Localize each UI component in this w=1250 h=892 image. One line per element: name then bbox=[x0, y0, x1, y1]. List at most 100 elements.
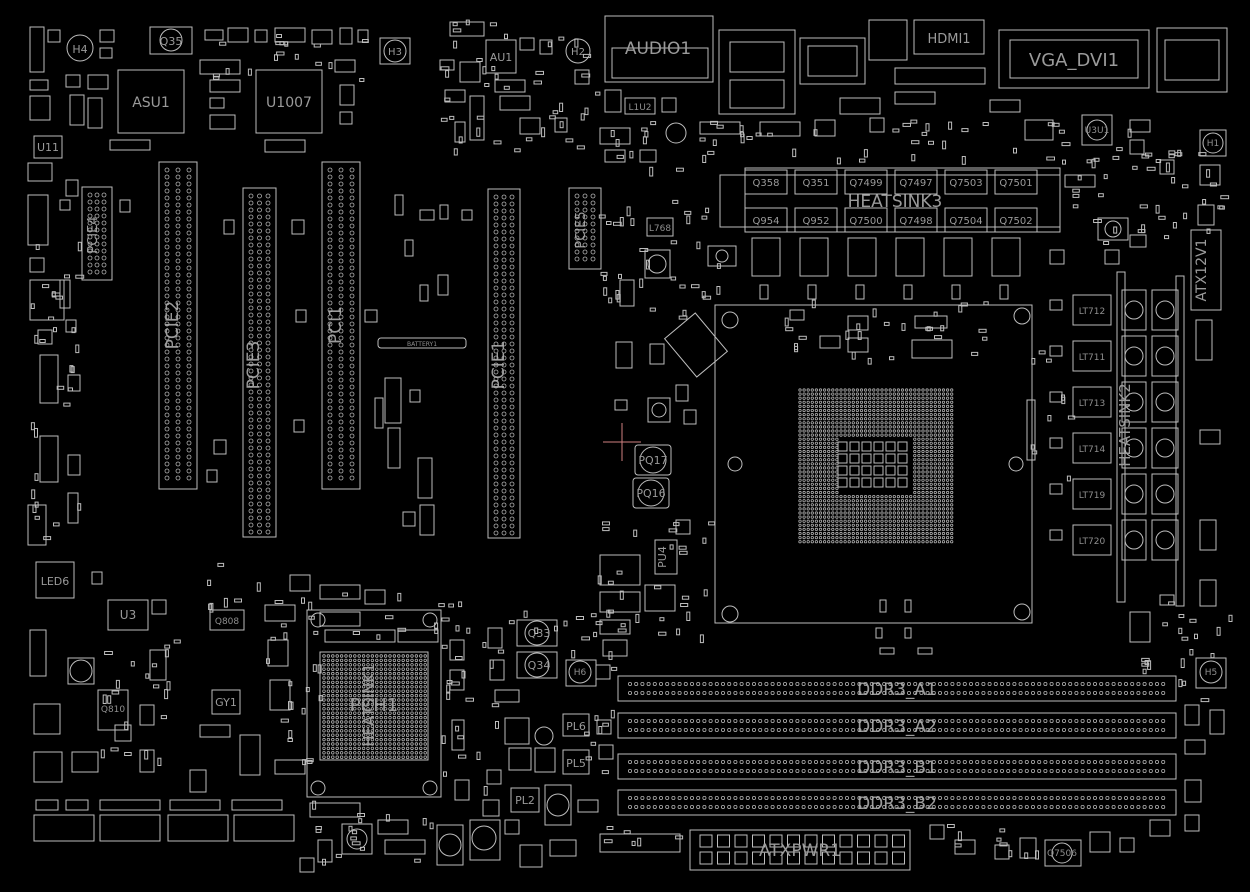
battery[interactable]: BATTERY1 bbox=[377, 337, 467, 349]
component-q33[interactable] bbox=[516, 619, 558, 647]
mounting-hole-h4[interactable] bbox=[66, 34, 94, 62]
ddr3-b1-slot[interactable]: DDR3_B1 bbox=[617, 753, 1177, 780]
ddr3-a2-slot[interactable]: DDR3_A2 bbox=[617, 712, 1177, 739]
pq16-label: PQ16 bbox=[636, 487, 665, 500]
inductor-pl5[interactable] bbox=[562, 749, 590, 775]
audio1-connector[interactable]: AUDIO1 bbox=[604, 15, 714, 83]
pci1-slot[interactable]: PCI1 bbox=[321, 161, 361, 490]
mosfet-q7499[interactable]: Q7499 bbox=[844, 169, 888, 195]
socket-area-parts bbox=[789, 309, 953, 655]
mounting-hole-h7[interactable] bbox=[69, 659, 93, 683]
h4-label: H4 bbox=[72, 43, 87, 56]
q358-label: Q358 bbox=[753, 178, 780, 189]
gy1-label: GY1 bbox=[215, 696, 237, 709]
component-q808[interactable] bbox=[209, 609, 245, 631]
mosfet-q7502[interactable]: Q7502 bbox=[994, 207, 1038, 233]
chip-u11[interactable] bbox=[33, 135, 63, 159]
u3-label: U3 bbox=[120, 608, 136, 622]
component-q35[interactable] bbox=[149, 26, 193, 55]
h3-label: H3 bbox=[388, 47, 402, 58]
led6[interactable] bbox=[35, 561, 75, 599]
rear-io-connectors[interactable]: HDMI1 VGA_DVI1 bbox=[718, 19, 1228, 115]
q7504-label: Q7504 bbox=[949, 216, 982, 227]
mid-small-parts bbox=[65, 179, 473, 536]
mosfet-q351[interactable]: Q351 bbox=[794, 169, 838, 195]
pq17-label: PQ17 bbox=[638, 454, 667, 467]
ddr3-b2-label: DDR3_B2 bbox=[857, 794, 937, 814]
inductor-lt719[interactable]: LT719 bbox=[1072, 478, 1112, 510]
heatsink3-area[interactable]: HEATSINK3 bbox=[719, 167, 1061, 233]
ddr3-b2-slot[interactable]: DDR3_B2 bbox=[617, 789, 1177, 816]
chip-asu1[interactable] bbox=[117, 69, 185, 134]
component-pq17[interactable] bbox=[634, 444, 672, 476]
ddr3-b1-label: DDR3_B1 bbox=[857, 758, 937, 778]
lt711-label: LT711 bbox=[1079, 353, 1105, 363]
lower-middle-parts: Q33 Q34 H6 PL6 PL5 PL2 bbox=[436, 619, 681, 868]
mosfet-q7504[interactable]: Q7504 bbox=[944, 207, 988, 233]
chip-pu4[interactable] bbox=[654, 539, 678, 575]
q808-label: Q808 bbox=[215, 617, 240, 627]
cpu-pin-grid bbox=[798, 388, 954, 544]
h6-label: H6 bbox=[574, 668, 587, 678]
q34-label: Q34 bbox=[528, 659, 551, 672]
inductor-lt713[interactable]: LT713 bbox=[1072, 386, 1112, 418]
pl6-label: PL6 bbox=[566, 720, 586, 733]
chip-u3u1[interactable] bbox=[1081, 114, 1113, 146]
led6-label: LED6 bbox=[41, 575, 70, 588]
component-q7506[interactable] bbox=[1044, 839, 1082, 867]
pch-heatsink1[interactable]: PCH1 HEATSINK1 bbox=[306, 609, 442, 798]
mounting-hole-h6[interactable] bbox=[568, 660, 592, 684]
ddr3-a1-slot[interactable]: DDR3_A1 bbox=[617, 675, 1177, 702]
pcie4-slot[interactable]: PCIE4 bbox=[81, 186, 113, 281]
middle-power-area: L768 PQ17 PQ16 PU4 bbox=[599, 217, 737, 613]
bottom-right-parts: Q7506 bbox=[929, 704, 1225, 867]
inductor-pl6[interactable] bbox=[562, 713, 590, 737]
mosfet-q358[interactable]: Q358 bbox=[744, 169, 788, 195]
pcie2-label: PCIE2 bbox=[163, 301, 183, 350]
mosfet-q952[interactable]: Q952 bbox=[794, 207, 838, 233]
pcie4-label: PCIE4 bbox=[86, 216, 101, 253]
mosfet-q7500[interactable]: Q7500 bbox=[844, 207, 888, 233]
inductor-lt714[interactable]: LT714 bbox=[1072, 432, 1112, 464]
ddr-pin-rows bbox=[628, 682, 1166, 810]
inductor-lt720[interactable]: LT720 bbox=[1072, 524, 1112, 556]
component-q34[interactable] bbox=[516, 651, 558, 679]
mosfet-q7503[interactable]: Q7503 bbox=[944, 169, 988, 195]
chip-u3[interactable] bbox=[107, 599, 149, 631]
pcie5-label: PCIE5 bbox=[574, 211, 589, 248]
pch1-label: PCH1 bbox=[350, 695, 398, 716]
q7497-label: Q7497 bbox=[899, 178, 932, 189]
inductor-pl2[interactable] bbox=[510, 787, 540, 813]
vga-dvi1-connector[interactable] bbox=[998, 29, 1150, 89]
lower-left-region: LED6 U3 Q810 Q808 GY1 bbox=[29, 561, 306, 842]
cpu-socket[interactable] bbox=[714, 304, 1036, 624]
top-right-parts: L1U2 U3U1 H1 bbox=[599, 67, 1227, 265]
component-gy1[interactable] bbox=[211, 689, 241, 715]
smd-pads bbox=[30, 19, 1233, 866]
atx12v1-connector[interactable]: ATX12V1 bbox=[1190, 229, 1222, 311]
mosfet-q7501[interactable]: Q7501 bbox=[994, 169, 1038, 195]
h2-label: H2 bbox=[571, 47, 585, 58]
pcie2-slot[interactable]: PCIE2 bbox=[158, 161, 198, 490]
mosfet-q954[interactable]: Q954 bbox=[744, 207, 788, 233]
mosfet-q7498[interactable]: Q7498 bbox=[894, 207, 938, 233]
chip-u1007[interactable] bbox=[255, 69, 323, 134]
pcie5-slot[interactable]: PCIE5 bbox=[568, 187, 602, 270]
hdmi1-connector[interactable] bbox=[913, 19, 985, 55]
chip-au1[interactable] bbox=[485, 39, 517, 74]
inductor-lt712[interactable]: LT712 bbox=[1072, 294, 1112, 326]
heatsink1-label: HEATSINK1 bbox=[360, 663, 378, 747]
q351-label: Q351 bbox=[803, 178, 830, 189]
slot-pin-rows bbox=[87, 167, 596, 536]
ddr3-a1-label: DDR3_A1 bbox=[857, 680, 937, 700]
inductor-lt711[interactable]: LT711 bbox=[1072, 340, 1112, 372]
mounting-hole-h1[interactable] bbox=[1202, 132, 1224, 154]
component-pq16[interactable] bbox=[632, 477, 670, 509]
q952-label: Q952 bbox=[803, 216, 830, 227]
pl2-label: PL2 bbox=[515, 794, 535, 807]
lt719-label: LT719 bbox=[1079, 491, 1106, 501]
atxpwr1-connector[interactable]: ATXPWR1 bbox=[689, 829, 911, 871]
mosfet-q7497[interactable]: Q7497 bbox=[894, 169, 938, 195]
